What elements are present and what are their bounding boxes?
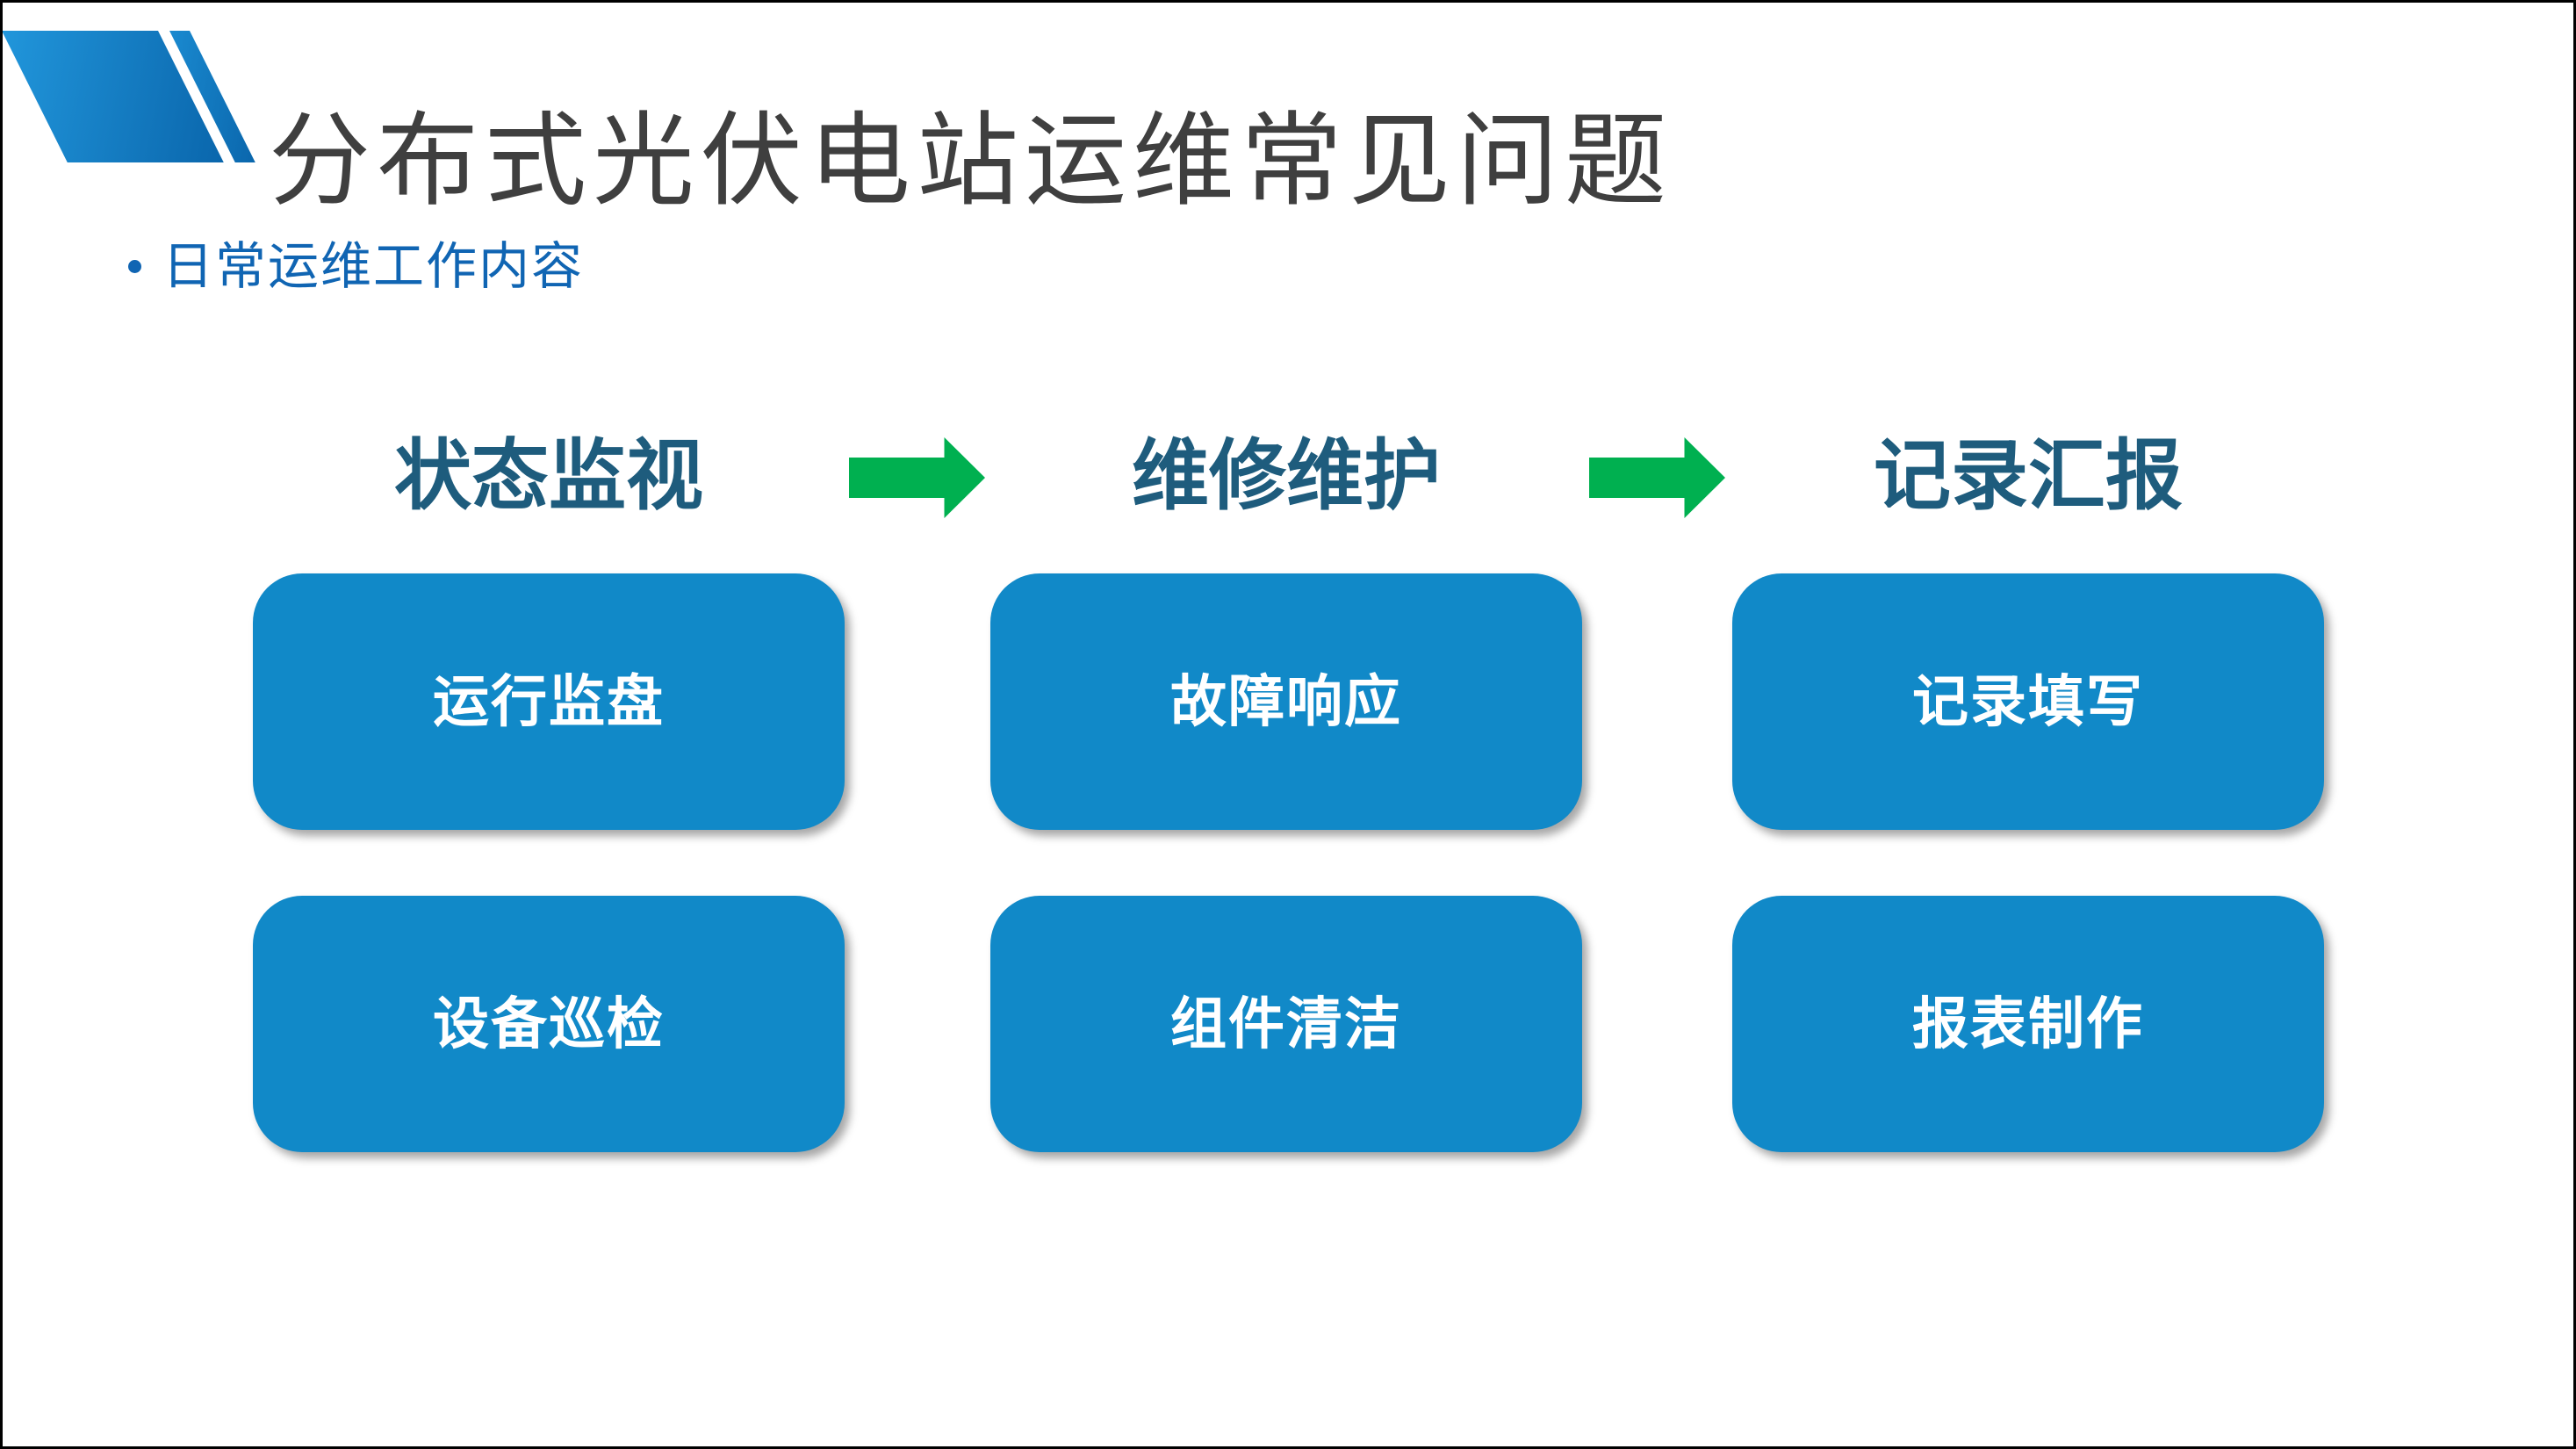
flow-box-operation-monitoring: 运行监盘 [253,573,845,830]
flow-box-label: 运行监盘 [433,670,665,733]
flow-right-arrow-icon [849,437,985,518]
column-header-repair-maintenance: 维修维护 [1131,432,1441,519]
logo [2,31,265,162]
flow-box-label: 设备巡检 [433,992,665,1056]
column-header-status-monitoring: 状态监视 [393,432,703,519]
bullet-text: 日常运维工作内容 [162,238,585,295]
flow-box-label: 记录填写 [1912,670,2144,733]
flow-box-fault-response: 故障响应 [990,573,1582,830]
flow-box-equipment-inspection: 设备巡检 [253,896,845,1152]
flow-box-label: 组件清洁 [1170,992,1402,1056]
flow-box-record-filling: 记录填写 [1732,573,2324,830]
bullet-line: 日常运维工作内容 [128,234,584,299]
flow-right-arrow-icon [1589,437,1725,518]
flow-box-label: 报表制作 [1912,992,2144,1056]
page-title: 分布式光伏电站运维常见问题 [269,103,1673,218]
flow-diagram: 状态监视 维修维护 记录汇报 运行监盘 故障响应 记录填写 设备巡检 组件清洁 … [0,430,2576,1221]
flow-box-label: 故障响应 [1170,670,1402,733]
flow-box-report-making: 报表制作 [1732,896,2324,1152]
flow-box-module-cleaning: 组件清洁 [990,896,1582,1152]
column-header-record-reporting: 记录汇报 [1873,432,2183,519]
bullet-dot-icon [128,260,141,274]
